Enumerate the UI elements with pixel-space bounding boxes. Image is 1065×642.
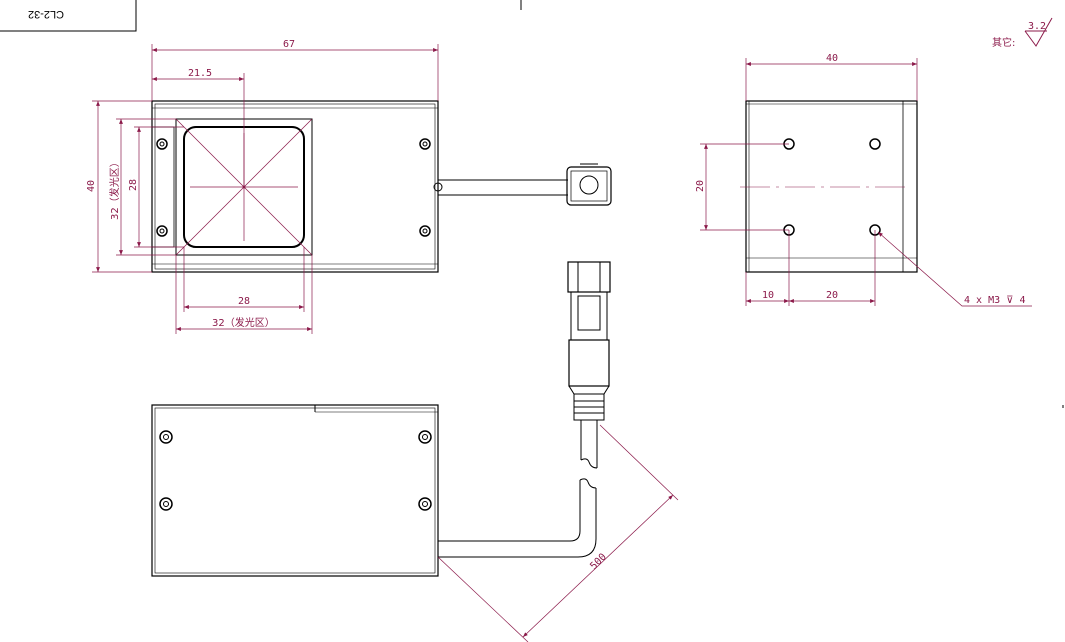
side-view bbox=[740, 100, 918, 273]
front-view bbox=[151, 100, 612, 273]
cable-dimension bbox=[437, 424, 679, 642]
dim-hole-offset: 10 bbox=[762, 290, 774, 301]
dim-cable-length: 500 bbox=[588, 552, 609, 573]
side-dimensions bbox=[700, 58, 1032, 307]
dim-inner-height: 28 bbox=[128, 179, 139, 191]
hole-callout: 4 x M3 ⊽ 4 bbox=[964, 295, 1026, 306]
dim-hole-spacing-h: 20 bbox=[826, 290, 838, 301]
cable bbox=[438, 261, 611, 558]
dim-center-offset: 21.5 bbox=[188, 68, 212, 79]
part-label-text: CL2-32 bbox=[28, 8, 64, 20]
part-label-box: CL2-32 bbox=[0, 0, 137, 32]
dim-emit-height: 32（发光区） bbox=[108, 157, 121, 220]
dim-inner-width: 28 bbox=[238, 296, 250, 307]
dim-side-width: 40 bbox=[826, 53, 838, 64]
bottom-screw-holes bbox=[159, 430, 432, 511]
bottom-view bbox=[151, 404, 439, 577]
front-dimensions bbox=[92, 44, 439, 334]
front-screw-holes bbox=[156, 138, 431, 237]
roughness-prefix: 其它: bbox=[992, 36, 1015, 49]
dim-height: 40 bbox=[86, 180, 97, 192]
dim-hole-spacing-v: 20 bbox=[695, 180, 706, 192]
roughness-value: 3.2 bbox=[1028, 21, 1046, 32]
dim-emit-width: 32（发光区） bbox=[212, 316, 275, 329]
roughness-symbol: 其它: 3.2 bbox=[992, 17, 1053, 49]
dim-overall-length: 67 bbox=[283, 39, 295, 50]
